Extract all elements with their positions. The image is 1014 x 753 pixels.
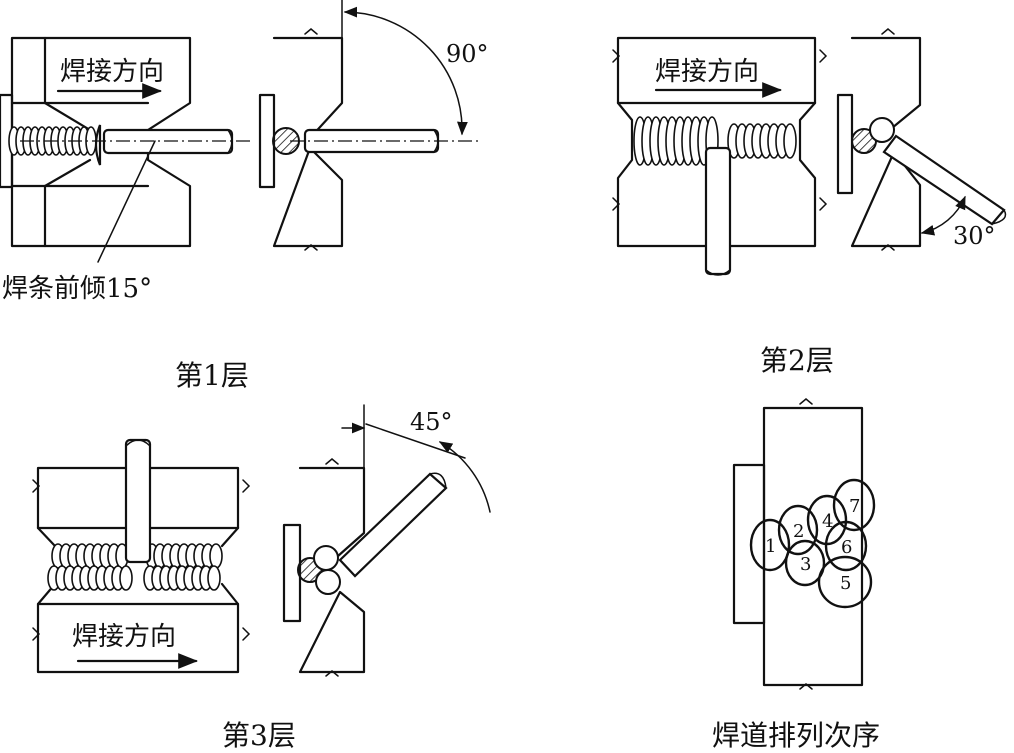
- layer3-side-view: 45°: [282, 404, 491, 677]
- order-backing: [732, 463, 766, 625]
- rod-tilt-label: 焊条前倾15°: [2, 274, 152, 304]
- caption-bead-order: 焊道排列次序: [712, 719, 880, 752]
- bead-number-7: 7: [849, 496, 860, 517]
- bead-order-view: 12 3 4 5 6 7: [732, 398, 876, 690]
- layer2-side-rod-end: [991, 209, 1007, 225]
- layer2-rod-end: [705, 269, 731, 276]
- break-marks-6: [799, 398, 813, 690]
- break-marks-5: [325, 458, 339, 677]
- bead-number-6: 6: [841, 537, 852, 558]
- weld-direction-label-2: 焊接方向: [655, 57, 759, 87]
- layer1-front-view: 焊接方向 焊条前倾15°: [0, 36, 250, 304]
- weld-direction-label: 焊接方向: [60, 57, 164, 87]
- bead-3: [784, 539, 826, 587]
- caption-layer3: 第3层: [222, 719, 296, 752]
- side-backing-2: [836, 93, 854, 195]
- layer3-side-rod-end: [429, 472, 447, 489]
- bead-order-beads: 12 3 4 5 6 7: [749, 478, 876, 609]
- layer2-front-view: 焊接方向: [612, 36, 828, 276]
- leader-line: [97, 140, 156, 263]
- side-plate-3: [298, 466, 366, 674]
- bead-number-5: 5: [840, 573, 851, 594]
- weld-ripple: [783, 123, 797, 159]
- plate-outline: [10, 36, 192, 248]
- bead-number-1: 1: [765, 536, 776, 557]
- angle-90-label: 90°: [446, 40, 489, 68]
- break-marks: [304, 28, 318, 251]
- layer2-side-rod: [882, 134, 1006, 226]
- groove-bevel: [43, 101, 92, 188]
- weld-ripple: [119, 565, 133, 591]
- layer1-side-view: 90°: [258, 0, 489, 251]
- bead-number-3: 3: [800, 554, 811, 575]
- weld-direction-label-3: 焊接方向: [72, 622, 176, 652]
- layer3-bead-b: [315, 569, 341, 595]
- order-plate: [762, 406, 864, 687]
- side-backing: [258, 93, 276, 189]
- side-plate-2: [850, 36, 922, 248]
- angle-arc-45: [438, 441, 491, 513]
- layer2-weld-bead: [633, 116, 797, 166]
- weld-ripple: [207, 565, 221, 591]
- break-marks-3: [881, 28, 895, 251]
- rod-end: [227, 129, 233, 154]
- angle-30-label: 30°: [953, 222, 996, 250]
- angle-arc-30: [920, 195, 966, 236]
- angle-arc-90: [343, 6, 468, 136]
- bead-1: [749, 518, 791, 572]
- l3-lower-plate: [36, 526, 240, 674]
- break-marks-2: [612, 49, 828, 211]
- angle-45-label: 45°: [410, 408, 453, 436]
- bead-6: [824, 520, 868, 572]
- layer2-bead: [869, 117, 895, 143]
- bead-number-2: 2: [793, 521, 804, 542]
- bead-7: [832, 478, 876, 532]
- rod-tip: [94, 124, 102, 166]
- layer3-side-rod: [338, 472, 448, 578]
- layer3-rod-top: [125, 439, 151, 447]
- caption-layer1: 第1层: [175, 359, 249, 392]
- bead-5: [817, 555, 873, 609]
- layer3-front-view: 焊接方向: [32, 438, 251, 674]
- caption-layer2: 第2层: [760, 344, 834, 377]
- groove-lines: [10, 101, 150, 188]
- layer2-side-view: 30°: [836, 28, 1007, 251]
- bead-2: [777, 504, 819, 556]
- layer3-weld-bead: [47, 543, 223, 591]
- layer2-rod: [704, 146, 732, 276]
- bead-number-4: 4: [822, 511, 833, 532]
- weld-ripple: [209, 543, 223, 569]
- layer3-rod: [124, 438, 152, 564]
- layer3-bead-a: [313, 545, 339, 571]
- side-plate: [272, 36, 344, 248]
- break-marks-4: [32, 479, 251, 641]
